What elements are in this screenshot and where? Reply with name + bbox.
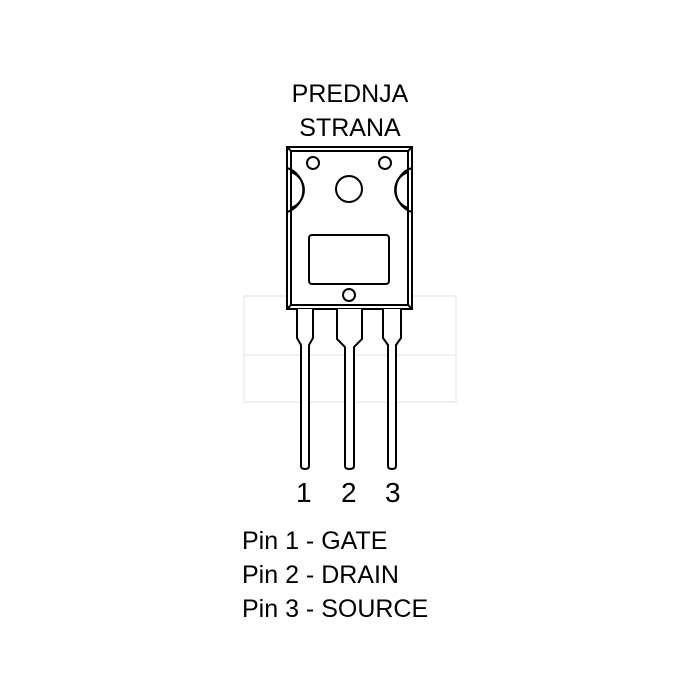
mounting-hole [335,175,363,203]
pin-number-1: 1 [296,477,312,508]
pin-number-2: 2 [341,477,357,508]
pin-description-3: Pin 3 - SOURCE [242,595,429,623]
pin-description-2: Pin 2 - DRAIN [242,561,399,589]
lead-1 [296,309,314,471]
small-hole-left [306,156,320,170]
lead-2 [336,309,363,471]
package-body [286,146,413,310]
bottom-hole [342,288,356,302]
side-notch-left [286,167,305,213]
pin-number-3: 3 [385,477,401,508]
side-notch-right [394,167,413,213]
lead-3 [382,309,402,471]
pin-description-1: Pin 1 - GATE [242,527,388,555]
label-area [308,234,390,285]
title-line-1: PREDNJA [291,80,409,108]
small-hole-right [378,156,392,170]
title-line-2: STRANA [299,114,401,142]
